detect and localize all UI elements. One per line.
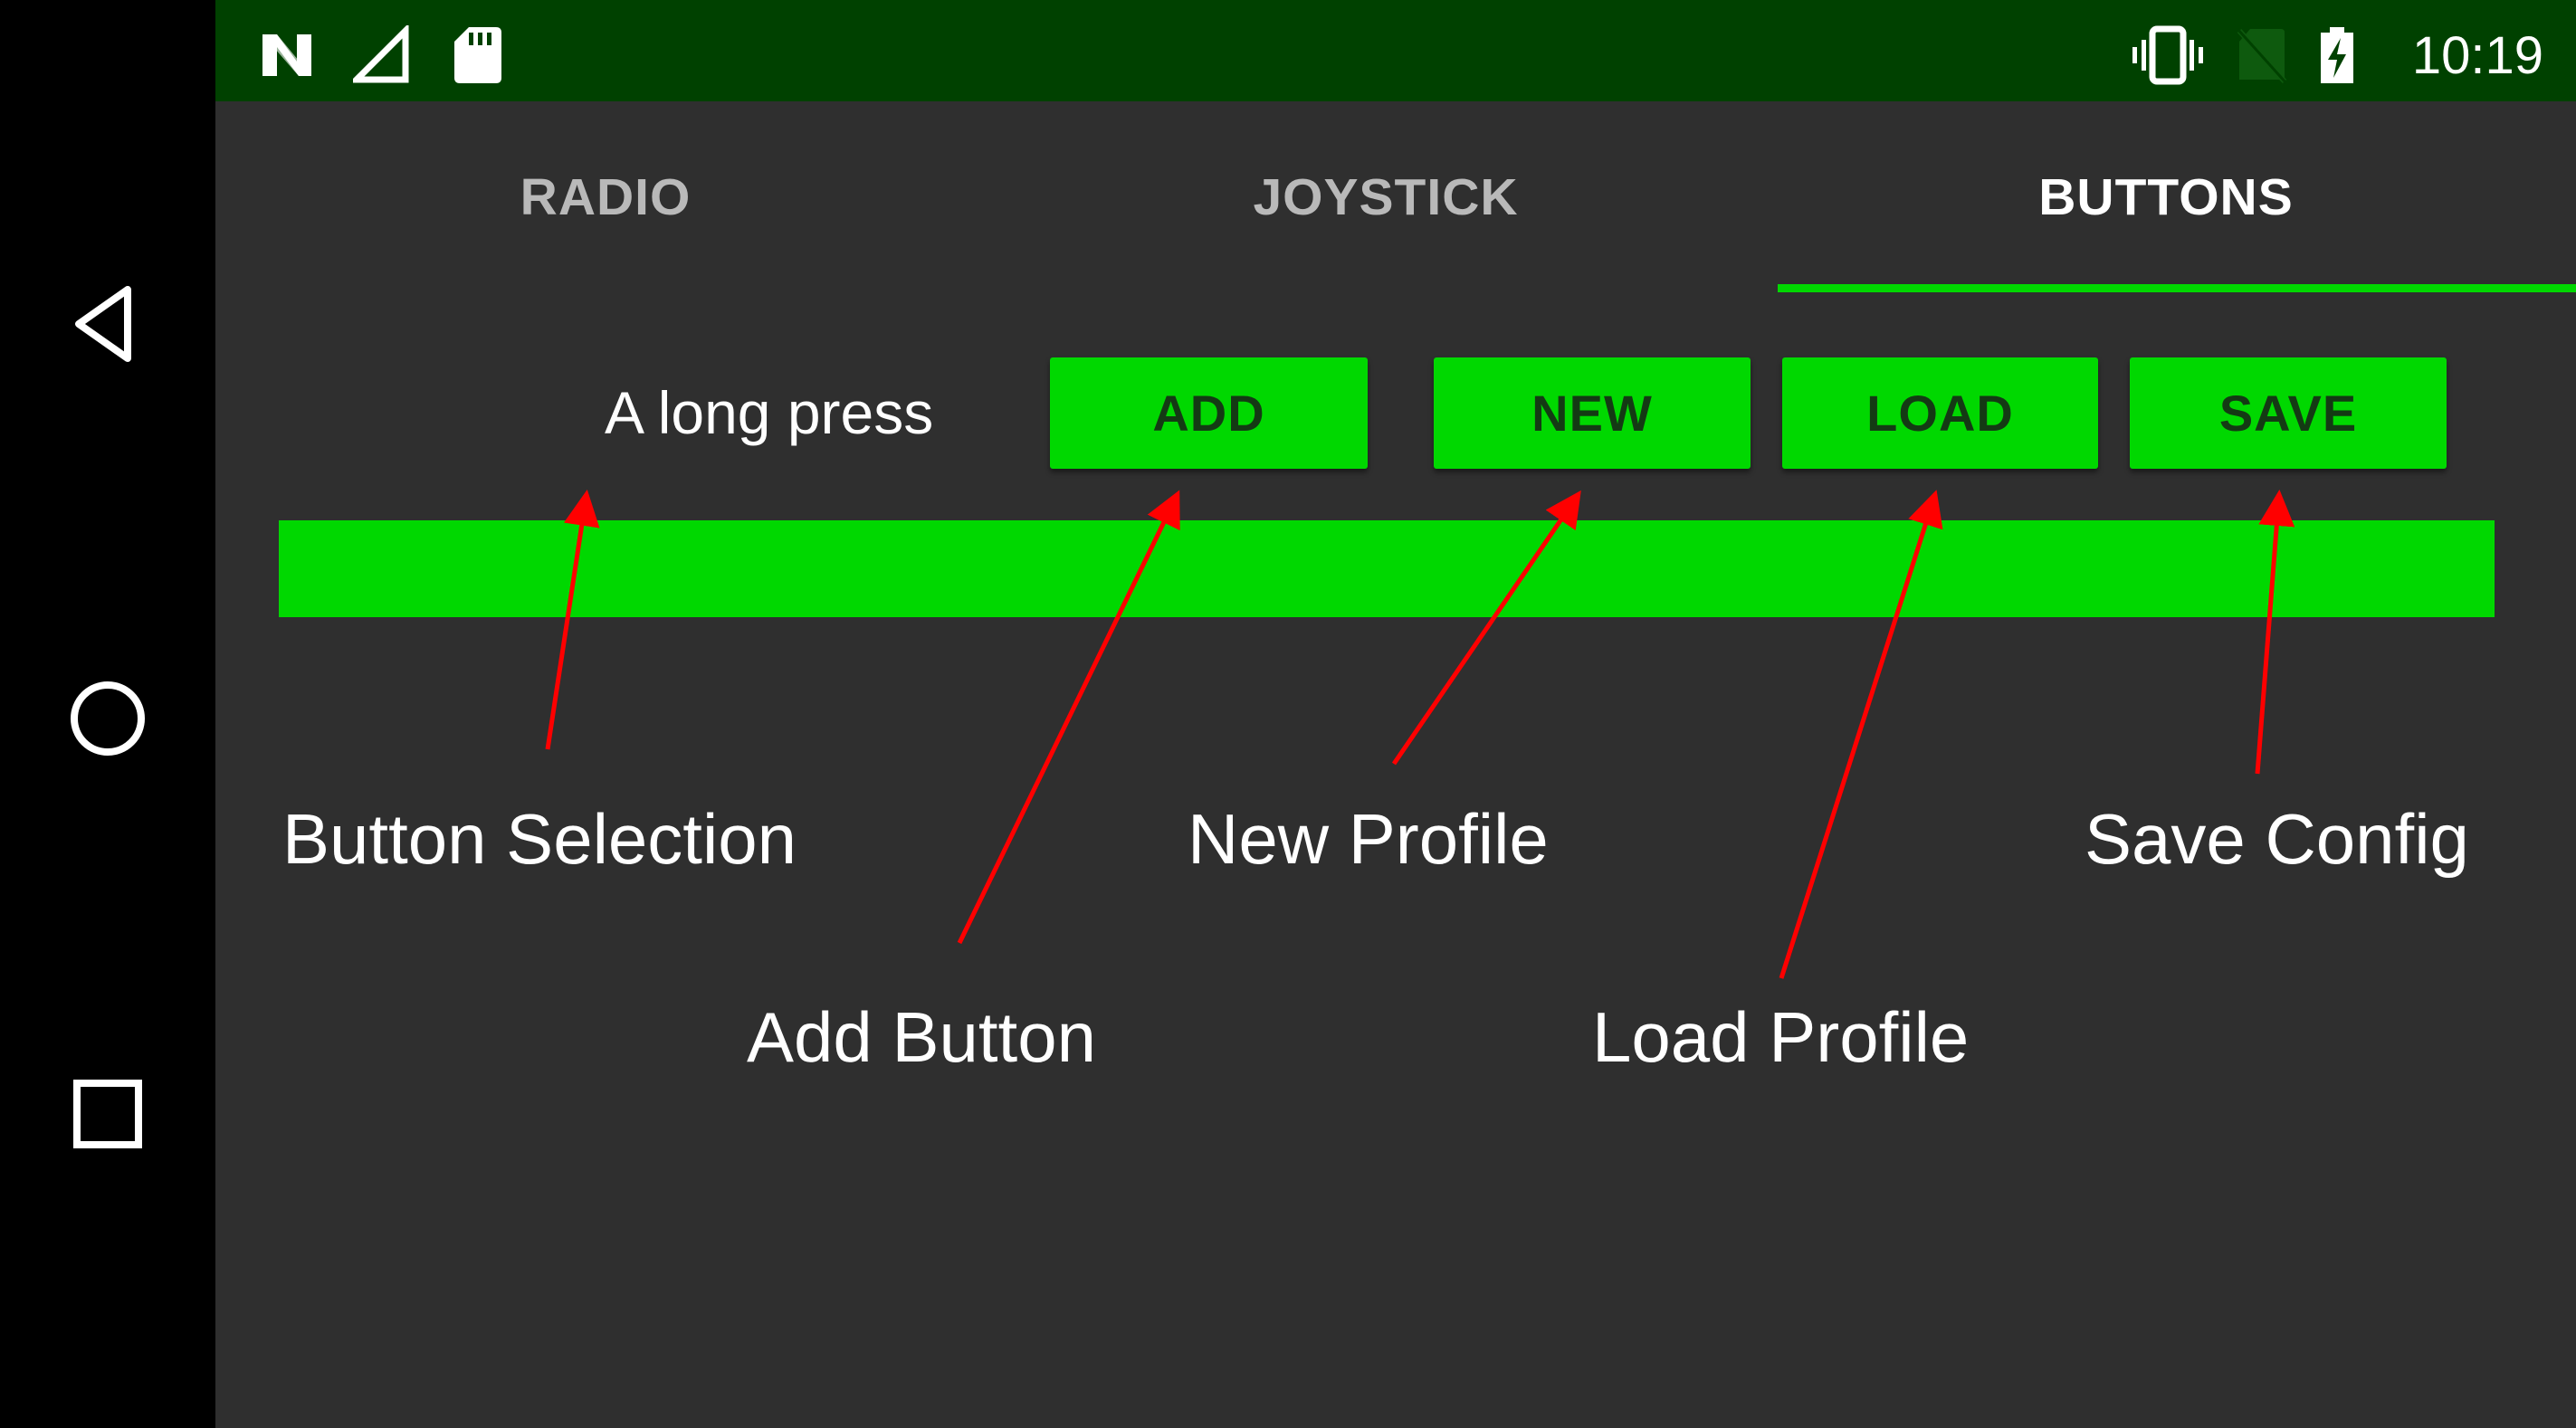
new-button[interactable]: NEW [1434,357,1751,469]
signal-icon [353,25,409,83]
navigation-bar [0,0,215,1428]
back-icon[interactable] [62,279,153,369]
status-bar: 10:19 [215,0,2576,101]
load-button-label: LOAD [1866,385,2014,442]
battery-charging-icon [2321,27,2353,83]
tab-radio[interactable]: RADIO [215,101,996,293]
app-screen: 10:19 RADIO JOYSTICK BUTTONS A long pres… [215,0,2576,1428]
add-button[interactable]: ADD [1050,357,1368,469]
annotation-button-selection: Button Selection [282,799,797,879]
tab-buttons[interactable]: BUTTONS [1776,101,2556,293]
sd-card-icon [454,27,501,83]
new-button-label: NEW [1531,385,1653,442]
button-list-item[interactable] [279,520,2495,617]
clock: 10:19 [2411,26,2543,85]
home-icon[interactable] [62,673,153,764]
add-button-label: ADD [1152,385,1265,442]
vibrate-icon [2132,25,2203,85]
annotation-save-config: Save Config [2085,799,2469,879]
no-sim-icon [2236,27,2288,85]
button-selection-spinner[interactable]: A long press [360,362,1193,471]
tab-buttons-label: BUTTONS [2038,168,2294,226]
annotation-new-profile: New Profile [1188,799,1549,879]
spinner-value: A long press [605,379,934,446]
tab-radio-label: RADIO [520,168,692,226]
active-tab-indicator [1778,284,2576,292]
tab-joystick-label: JOYSTICK [1253,168,1519,226]
save-button-label: SAVE [2218,385,2358,442]
tab-bar: RADIO JOYSTICK BUTTONS [215,101,2556,293]
recents-icon[interactable] [62,1069,153,1159]
annotation-add-button: Add Button [747,997,1096,1077]
annotation-load-profile: Load Profile [1592,997,1970,1077]
load-button[interactable]: LOAD [1782,357,2098,469]
save-button[interactable]: SAVE [2130,357,2447,469]
tab-joystick[interactable]: JOYSTICK [996,101,1776,293]
n-notification-icon [262,34,311,76]
